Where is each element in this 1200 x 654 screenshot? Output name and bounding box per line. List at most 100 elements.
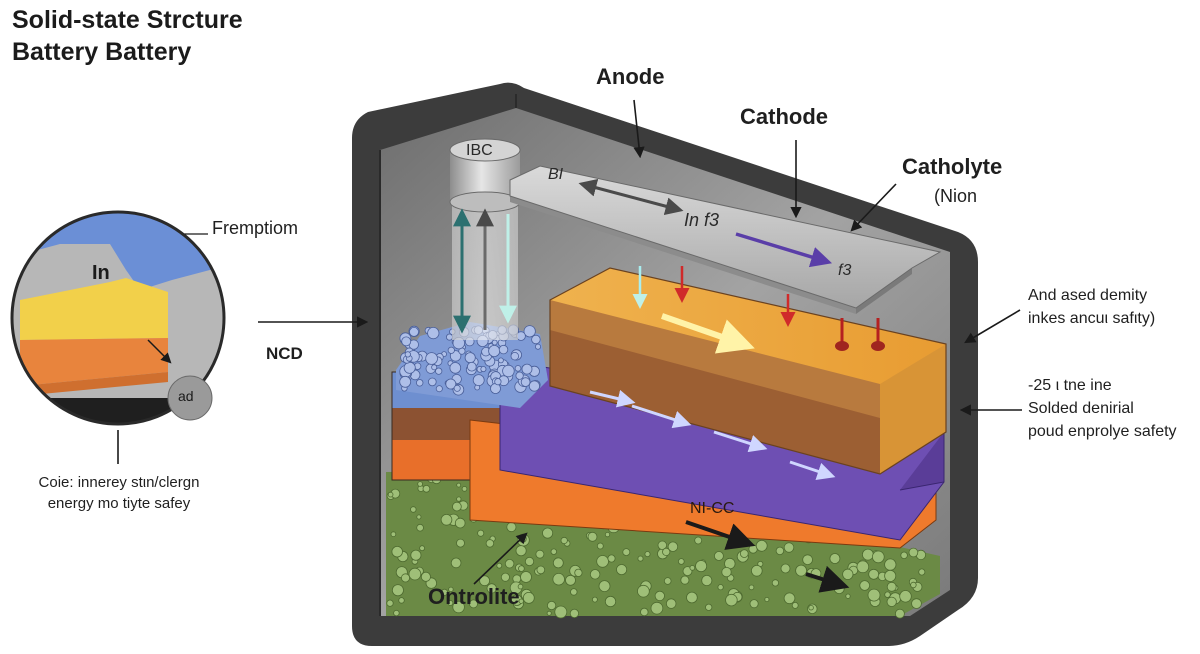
ontrolite-bubble xyxy=(400,573,410,583)
ontrolite-bubble xyxy=(518,598,524,604)
ontrolite-bubble xyxy=(440,588,448,596)
ontrolite-bubble xyxy=(895,608,905,619)
granule xyxy=(514,365,522,372)
ontrolite-bubble xyxy=(477,529,485,537)
ontrolite-bubble xyxy=(417,481,423,487)
ontrolite-bubble xyxy=(574,568,583,577)
ontrolite-bubble xyxy=(604,595,617,608)
label-f3: f3 xyxy=(838,262,852,279)
granule xyxy=(403,361,416,374)
granule xyxy=(510,352,519,361)
ontrolite-bubble xyxy=(650,601,664,615)
ontrolite-bubble xyxy=(677,558,685,565)
ontrolite-bubble xyxy=(637,555,644,562)
ontrolite-bubble xyxy=(884,591,891,598)
ontrolite-bubble xyxy=(560,536,568,545)
granule xyxy=(447,346,455,354)
ontrolite-bubble xyxy=(408,567,422,581)
title-line-1: Solid-state Strcture xyxy=(12,6,243,34)
ontrolite-bubble xyxy=(862,548,874,561)
ontrolite-bubble xyxy=(900,551,908,559)
ontrolite-bubble xyxy=(569,608,580,619)
label-nicc: NI-CC xyxy=(690,500,735,517)
ontrolite-bubble xyxy=(456,482,462,488)
granule xyxy=(528,380,541,392)
granule xyxy=(445,378,457,390)
left-caption: Coie: innerey stιn/clergn energy mo tiyt… xyxy=(12,472,226,514)
inset-label-ad: ad xyxy=(178,388,194,404)
granule xyxy=(472,374,485,387)
ontrolite-bubble xyxy=(448,586,454,593)
electrolyte-layer xyxy=(499,359,945,541)
ontrolite-bubble xyxy=(884,558,897,571)
granule xyxy=(427,377,437,387)
granule xyxy=(535,343,542,350)
granule xyxy=(466,361,477,372)
ontrolite-bubble xyxy=(565,574,576,586)
ontrolite-bubble xyxy=(452,501,462,512)
ontrolite-bubble xyxy=(454,517,466,529)
ontrolite-bubble xyxy=(410,549,422,561)
ontrolite-bubble xyxy=(596,542,604,550)
granule xyxy=(521,363,533,375)
ontrolite-bubble xyxy=(657,540,668,551)
label-ibc: IBC xyxy=(466,142,493,159)
granule xyxy=(520,377,531,387)
ontrolite-bubble xyxy=(616,564,628,576)
ontrolite-bubble xyxy=(749,599,759,609)
granule xyxy=(409,326,419,337)
ontrolite-bubble xyxy=(422,484,431,493)
ontrolite-bubble xyxy=(867,588,881,602)
ontrolite-bubble xyxy=(721,566,732,578)
ontrolite-bubble xyxy=(750,564,763,577)
ontrolite-bubble xyxy=(908,547,919,558)
ontrolite-bubble xyxy=(795,564,807,577)
ontrolite-bubble xyxy=(522,592,535,604)
ontrolite-bubble xyxy=(871,550,885,564)
ontrolite-bubble xyxy=(518,565,525,572)
ontrolite-bubble xyxy=(694,536,703,545)
right-note-1: And ased demity inkes ancuι safιty) xyxy=(1028,284,1155,330)
ion-flow-arrows xyxy=(589,266,885,593)
ontrolite-bubble xyxy=(546,600,557,611)
ontrolite-bubble xyxy=(886,596,897,607)
ontrolite-bubble xyxy=(592,596,598,603)
granule xyxy=(523,325,536,338)
granule xyxy=(449,362,462,374)
granule xyxy=(497,357,504,364)
label-anode: Anode xyxy=(596,64,665,89)
ontrolite-bubble xyxy=(598,580,611,592)
ontrolite-bubble xyxy=(886,581,897,592)
ontrolite-bubble xyxy=(910,581,917,589)
right-note-2-line-3: poud enprolye safety xyxy=(1028,423,1177,440)
ontrolite-bubble xyxy=(783,592,796,605)
ontrolite-bubble xyxy=(654,590,665,602)
label-ontrolite: Ontrolite xyxy=(428,584,520,609)
ontrolite-bubble xyxy=(717,584,724,591)
ontrolite-bubble xyxy=(390,531,397,537)
current-collector-plate xyxy=(509,165,942,314)
granule xyxy=(502,364,515,378)
ontrolite-bubble xyxy=(416,514,422,520)
ontrolite-bubble xyxy=(542,527,554,539)
ontrolite-bubble xyxy=(739,549,749,558)
ontrolite-bubble xyxy=(640,607,649,617)
right-note-2-line-2: Solded denirial xyxy=(1028,400,1134,417)
ontrolite-bubble xyxy=(386,599,394,607)
ontrolite-bubble xyxy=(419,545,426,552)
ontrolite-bubble xyxy=(808,605,814,611)
ontrolite-bubble xyxy=(918,568,926,576)
ontrolite-bubble xyxy=(714,551,724,561)
ontrolite-bubble xyxy=(517,583,524,590)
ontrolite-bubble xyxy=(705,603,713,611)
ontrolite-bubble xyxy=(536,565,546,575)
granule xyxy=(425,352,438,365)
ontrolite-bubble xyxy=(596,555,609,568)
ontrolite-bubble xyxy=(520,571,532,583)
ontrolite-bubble xyxy=(452,600,465,614)
ontrolite-bubble xyxy=(535,549,545,559)
granule xyxy=(399,375,412,388)
granule xyxy=(453,384,461,392)
